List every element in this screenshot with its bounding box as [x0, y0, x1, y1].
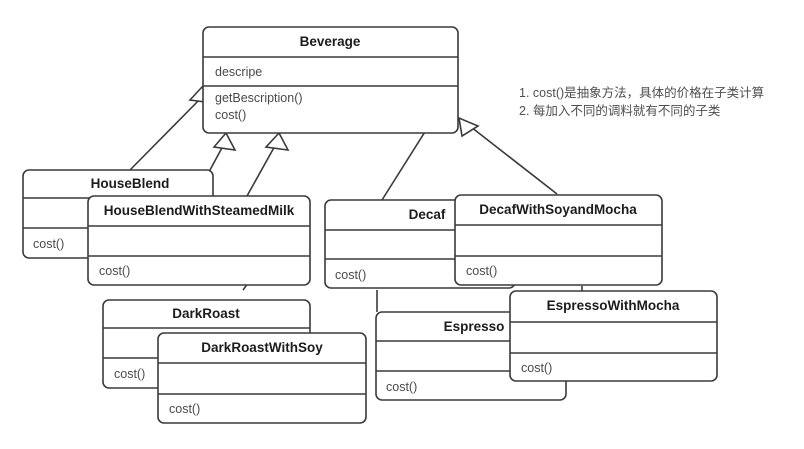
decafwithsoyandmocha-box-outline — [454, 194, 663, 286]
houseblend-class-name: HouseBlend — [91, 176, 170, 191]
beverage-attribute-descripe: descripe — [215, 65, 262, 79]
espressowithmocha-class-name: EspressoWithMocha — [547, 298, 680, 313]
espressowithmocha-method-cost: cost() — [521, 361, 552, 375]
houseblendwithsteamedmilk-method-cost: cost() — [99, 264, 130, 278]
darkroastwithsoy-box-outline — [157, 332, 367, 424]
decafwithsoyandmocha-method-cost: cost() — [466, 264, 497, 278]
beverage-method-cost: cost() — [215, 108, 246, 122]
beverage-class-name: Beverage — [300, 34, 361, 49]
arrowhead-decafwithsoyandmocha — [457, 116, 480, 138]
class-box-darkroastwithsoy[interactable]: DarkRoastWithSoy cost() — [157, 332, 367, 424]
annotation-notes: 1. cost()是抽象方法，具体的价格在子类计算 2. 每加入不同的调料就有不… — [519, 85, 764, 118]
class-box-decafwithsoyandmocha[interactable]: DecafWithSoyandMocha cost() — [454, 194, 663, 286]
decafwithsoyandmocha-class-name: DecafWithSoyandMocha — [479, 202, 637, 217]
darkroastwithsoy-class-name: DarkRoastWithSoy — [201, 340, 323, 355]
class-box-espressowithmocha[interactable]: EspressoWithMocha cost() — [509, 290, 718, 382]
arrowhead-houseblendsteamedmilk — [212, 131, 237, 152]
espresso-method-cost: cost() — [386, 380, 417, 394]
houseblend-method-cost: cost() — [33, 237, 64, 251]
beverage-box-outline — [202, 26, 459, 134]
link-decafwithsoyandmocha-to-beverage — [470, 126, 558, 195]
link-houseblend-to-beverage — [129, 91, 208, 171]
arrowhead-darkroast — [264, 131, 290, 152]
class-box-houseblendwithsteamedmilk[interactable]: HouseBlendWithSteamedMilk cost() — [87, 195, 311, 286]
note-line-1: 1. cost()是抽象方法，具体的价格在子类计算 — [519, 85, 764, 100]
houseblendwithsteamedmilk-class-name: HouseBlendWithSteamedMilk — [104, 203, 295, 218]
darkroast-method-cost: cost() — [114, 367, 145, 381]
darkroast-class-name: DarkRoast — [172, 306, 240, 321]
decaf-class-name: Decaf — [409, 207, 446, 222]
beverage-method-getbescription: getBescription() — [215, 91, 303, 105]
decaf-method-cost: cost() — [335, 268, 366, 282]
note-line-2: 2. 每加入不同的调料就有不同的子类 — [519, 103, 721, 118]
darkroastwithsoy-method-cost: cost() — [169, 402, 200, 416]
link-darkroast-to-beverage — [246, 143, 277, 197]
espresso-class-name: Espresso — [444, 319, 505, 334]
houseblendwithsteamedmilk-box-outline — [87, 195, 311, 286]
class-box-beverage[interactable]: Beverage descripe getBescription() cost(… — [202, 26, 459, 134]
espressowithmocha-box-outline — [509, 290, 718, 382]
